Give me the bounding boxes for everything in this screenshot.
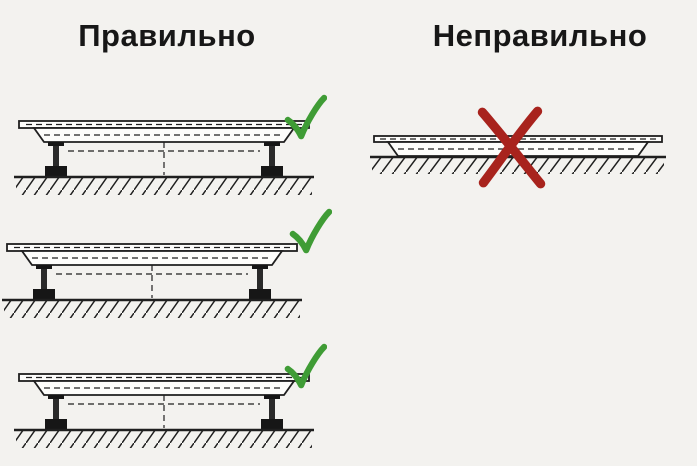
adjustable-legs [33, 265, 271, 300]
adjustable-legs [45, 142, 283, 177]
shower-tray [18, 120, 310, 143]
correct-figure-2-tray-on-legs [2, 243, 302, 318]
floor-ground [14, 428, 314, 448]
floor-ground [2, 298, 302, 318]
floor-ground [14, 175, 314, 195]
incorrect-column-header: Неправильно [432, 18, 648, 53]
adjustable-legs [45, 395, 283, 430]
correct-figure-1-tray-on-legs [14, 120, 314, 195]
checkmark-icon [289, 208, 332, 254]
checkmark-icon [284, 94, 327, 140]
correct-column-header: Правильно [78, 18, 256, 53]
checkmark-icon [284, 343, 327, 389]
cross-icon [477, 106, 546, 189]
shower-tray [6, 243, 298, 266]
correct-figure-3-tray-on-legs [14, 373, 314, 448]
shower-tray [18, 373, 310, 396]
